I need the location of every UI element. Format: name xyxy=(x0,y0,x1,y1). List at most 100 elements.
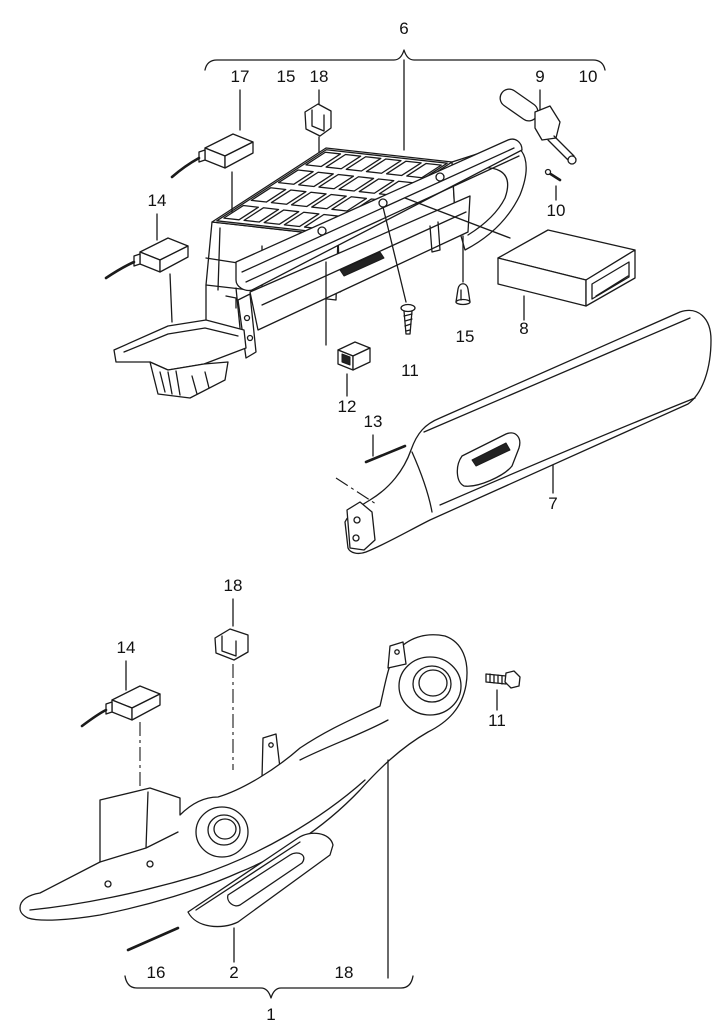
clip-part-right xyxy=(455,283,471,306)
lower-assembly: 18 14 xyxy=(19,576,521,1024)
clip-detail xyxy=(221,635,237,657)
frame-screw xyxy=(435,172,445,182)
housing-tray xyxy=(113,319,247,371)
callout-label: 14 xyxy=(117,638,136,657)
callout-label: 16 xyxy=(147,963,166,982)
screw-head xyxy=(504,670,521,689)
switch-cable xyxy=(170,156,201,179)
callout-label: 11 xyxy=(401,361,419,380)
trim-mount-hole xyxy=(394,649,400,655)
clip-slot xyxy=(341,353,351,366)
screw-thread xyxy=(403,313,413,332)
screw-part-lock xyxy=(544,168,562,182)
callout-label: 17 xyxy=(231,67,250,86)
pin-part-lower xyxy=(126,926,180,952)
leader-line xyxy=(404,197,511,239)
housing-bottom-block xyxy=(149,361,229,399)
switch-part-upper-left xyxy=(170,133,254,179)
trim-mount-tab xyxy=(387,641,407,669)
air-vent-left-core xyxy=(213,818,237,840)
tray-crease xyxy=(195,841,301,911)
leader-line xyxy=(169,273,173,323)
trim-hole xyxy=(146,860,154,868)
dash-leader-line xyxy=(335,477,377,505)
leader-line xyxy=(382,206,407,303)
lock-lever-end xyxy=(567,155,577,165)
glove-box-lid-part xyxy=(344,309,712,555)
screw-shank xyxy=(547,171,562,182)
clip-body xyxy=(455,283,471,303)
storage-box-part xyxy=(497,229,636,307)
callout-label: 15 xyxy=(277,67,296,86)
lock-lever xyxy=(547,135,575,161)
tray-handle xyxy=(227,852,305,907)
switch-body xyxy=(131,693,161,721)
screw-head xyxy=(400,303,416,313)
housing-support xyxy=(205,284,241,329)
switch-body xyxy=(159,245,189,273)
lid-frame-crease xyxy=(241,147,520,283)
lid-body xyxy=(344,309,712,555)
hinge-hole xyxy=(243,314,251,322)
callout-label: 1 xyxy=(266,1005,275,1024)
callout-label: 10 xyxy=(579,67,598,86)
screw-shank xyxy=(485,673,507,685)
callout-label: 11 xyxy=(488,711,506,730)
callout-label: 18 xyxy=(335,963,354,982)
housing-lower-rail-crease xyxy=(261,211,467,306)
air-vent-right-ring xyxy=(412,665,452,703)
clip-part-upper xyxy=(304,103,332,137)
box-open-end xyxy=(585,249,636,307)
screw-part-lower xyxy=(485,670,521,689)
trim-mount-hole xyxy=(268,742,274,748)
glove-box-housing xyxy=(113,138,527,399)
switch-part-upper xyxy=(104,237,189,280)
switch-connector xyxy=(198,149,206,163)
latch-slot xyxy=(339,251,385,277)
lock-cylinder-part xyxy=(499,88,577,165)
group-bracket-lower xyxy=(124,975,414,999)
lid-crease xyxy=(411,317,696,513)
upper-assembly: 6 xyxy=(104,19,712,555)
callout-label: 8 xyxy=(519,319,528,338)
screw-head xyxy=(544,168,552,176)
callout-label: 18 xyxy=(224,576,243,595)
clip-body xyxy=(214,628,249,661)
lid-hinge-hole xyxy=(353,516,361,524)
trim-hole xyxy=(104,880,112,888)
lid-handle-shadow xyxy=(471,442,511,467)
callout-label: 2 xyxy=(229,963,238,982)
switch-part-lower xyxy=(80,685,161,728)
callout-label: 9 xyxy=(535,67,544,86)
trim-body xyxy=(19,634,468,921)
callout-label: 7 xyxy=(548,494,557,513)
callout-label: 12 xyxy=(338,397,357,416)
callout-label: 6 xyxy=(399,19,408,38)
switch-cable xyxy=(104,260,136,280)
callout-label: 10 xyxy=(547,201,566,220)
switch-connector xyxy=(133,253,141,267)
callout-label: 18 xyxy=(310,67,329,86)
group-bracket-upper xyxy=(204,49,606,71)
switch-connector xyxy=(105,701,113,715)
handle-tray-part xyxy=(187,832,334,928)
switch-cable xyxy=(80,708,108,728)
pin-part-upper xyxy=(364,444,407,464)
callout-label: 14 xyxy=(148,191,167,210)
hinge-hole xyxy=(246,334,254,342)
trim-crease xyxy=(29,719,389,911)
frame-screw xyxy=(317,226,327,236)
callout-label: 13 xyxy=(364,412,383,431)
lock-body xyxy=(534,105,561,141)
clip-part-middle xyxy=(337,341,371,371)
callout-label: 15 xyxy=(456,327,475,346)
clip-side xyxy=(352,347,371,371)
clip-part-lower xyxy=(214,628,249,661)
housing-left-face-detail xyxy=(205,227,263,309)
clip-detail xyxy=(311,109,325,132)
switch-body xyxy=(224,141,254,169)
screw-part-upper xyxy=(400,303,416,335)
clip-base xyxy=(455,298,471,306)
air-vent-right-core xyxy=(418,669,448,697)
